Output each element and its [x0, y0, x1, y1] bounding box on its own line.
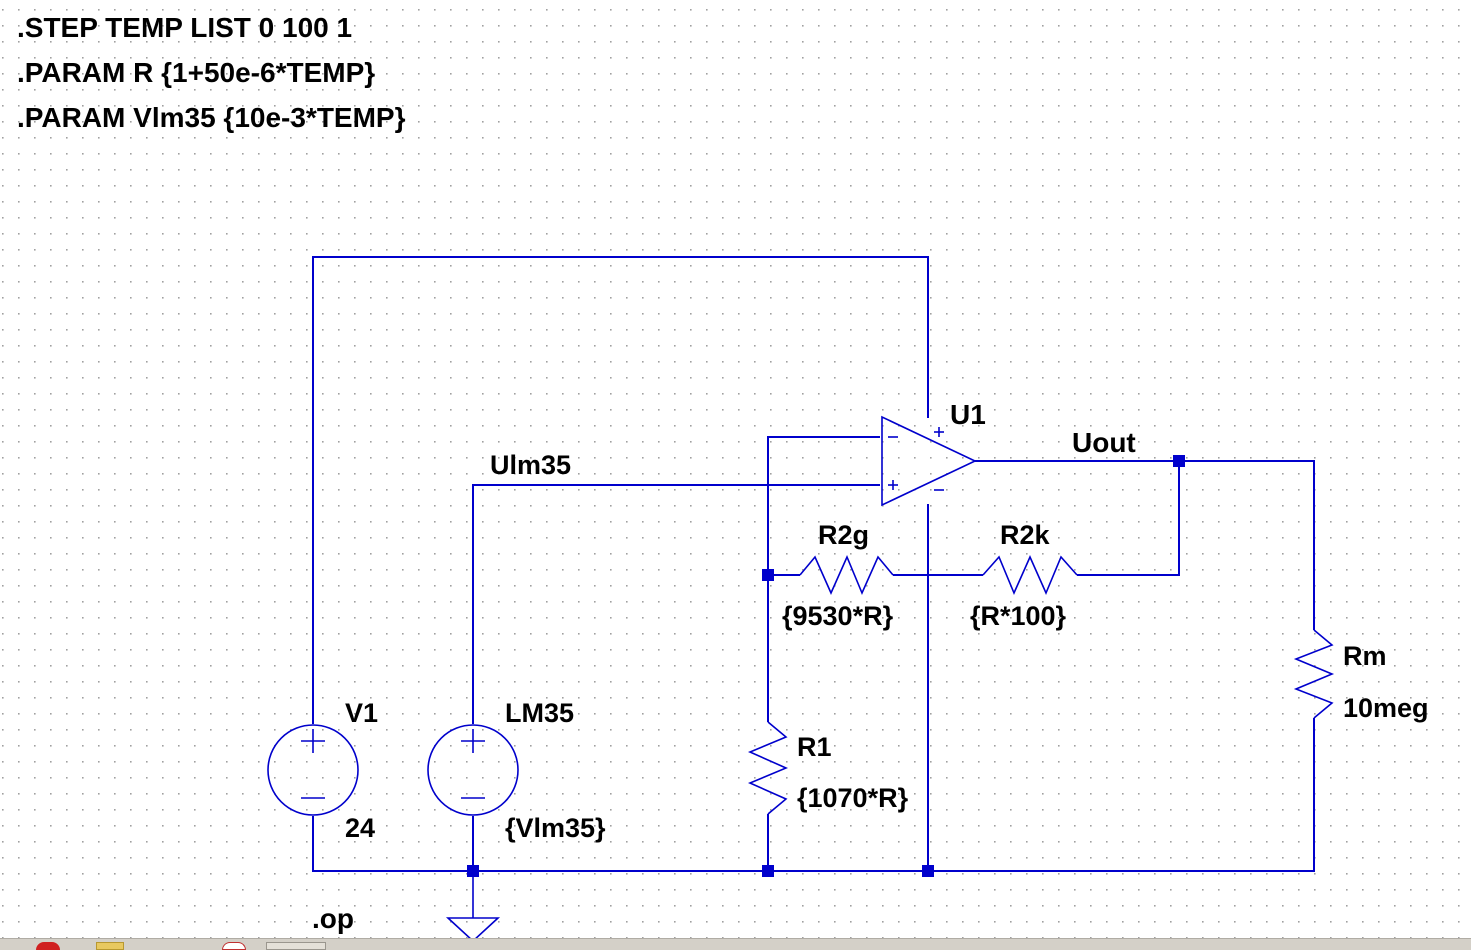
voltage-source-lm35[interactable]	[427, 724, 519, 816]
r2g-value[interactable]: {9530*R}	[782, 601, 894, 631]
directive-step[interactable]: .STEP TEMP LIST 0 100 1	[17, 12, 352, 43]
wire-uout[interactable]	[975, 460, 1315, 630]
directive-param-vlm35[interactable]: .PARAM Vlm35 {10e-3*TEMP}	[17, 102, 406, 133]
v1-value[interactable]: 24	[345, 813, 375, 843]
net-label-uout[interactable]: Uout	[1072, 427, 1136, 458]
wire-ulm35[interactable]	[472, 484, 880, 724]
rm-name[interactable]: Rm	[1343, 641, 1387, 671]
net-label-ulm35[interactable]: Ulm35	[490, 450, 571, 480]
resistor-rm[interactable]	[1293, 629, 1335, 719]
junction-dot	[762, 865, 774, 877]
stop-icon[interactable]	[36, 942, 60, 950]
resistor-r1[interactable]	[747, 721, 789, 815]
r1-name[interactable]: R1	[797, 732, 832, 762]
taskbar-strip	[0, 938, 1471, 950]
lm35-value[interactable]: {Vlm35}	[505, 813, 606, 843]
wire-inverting-input[interactable]	[767, 436, 880, 722]
wire-r2k-right[interactable]	[1077, 461, 1180, 576]
v1-name[interactable]: V1	[345, 698, 378, 728]
r2k-name[interactable]: R2k	[1000, 520, 1051, 550]
wire-ground-rail[interactable]	[312, 718, 1315, 872]
opamp-name[interactable]: U1	[950, 399, 986, 430]
directive-param-r[interactable]: .PARAM R {1+50e-6*TEMP}	[17, 57, 375, 88]
rm-value[interactable]: 10meg	[1343, 693, 1429, 723]
resistor-r2k[interactable]	[982, 555, 1078, 596]
junction-dot	[762, 569, 774, 581]
r2k-value[interactable]: {R*100}	[970, 601, 1067, 631]
r1-value[interactable]: {1070*R}	[797, 783, 909, 813]
resistor-r2g[interactable]	[799, 554, 894, 596]
wires	[312, 256, 1315, 872]
junctions	[467, 455, 1185, 877]
wire-supply-top[interactable]	[312, 256, 929, 724]
junction-dot	[1173, 455, 1185, 467]
lm35-name[interactable]: LM35	[505, 698, 574, 728]
opamp-u1[interactable]	[881, 415, 977, 507]
r2g-name[interactable]: R2g	[818, 520, 869, 550]
voltage-source-v1[interactable]	[267, 724, 359, 816]
ground-symbol[interactable]	[445, 871, 501, 938]
directive-op[interactable]: .op	[312, 903, 354, 934]
junction-dot	[922, 865, 934, 877]
